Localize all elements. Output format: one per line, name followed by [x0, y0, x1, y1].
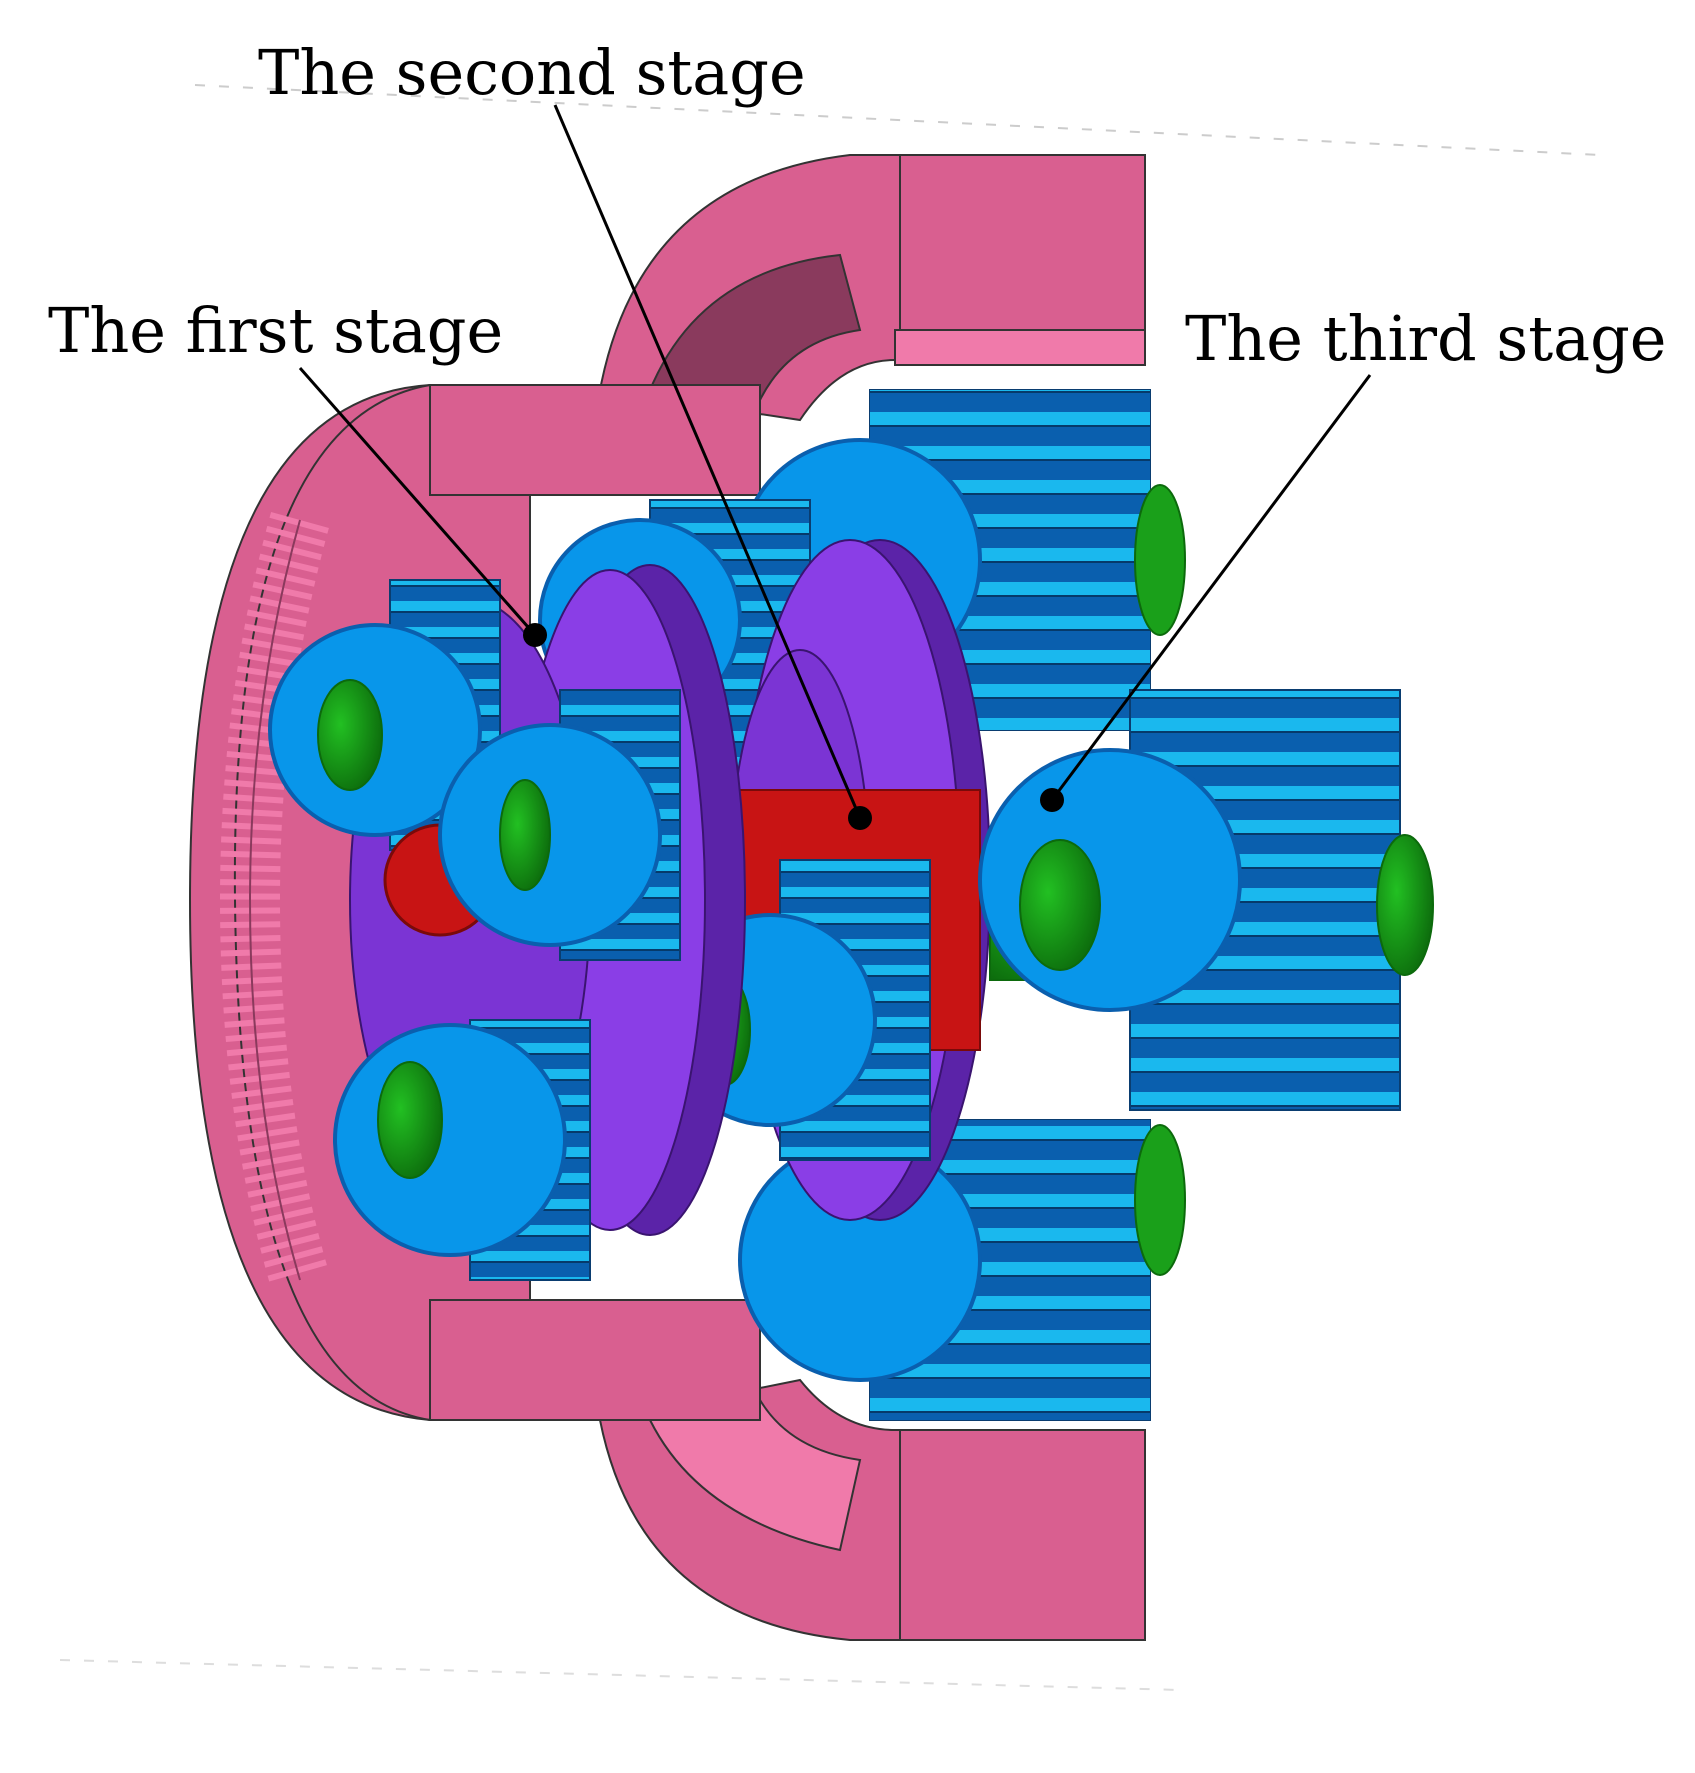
housing-flange-bottom-inner	[648, 1398, 862, 1552]
leader-line-first-stage	[298, 367, 537, 636]
leader-dot-third-stage	[1040, 788, 1064, 812]
label-second-stage: The second stage	[258, 36, 806, 109]
background-dash-line-top	[194, 84, 1601, 156]
housing-flange-top-lip	[894, 329, 1146, 366]
label-first-stage: The first stage	[48, 294, 504, 367]
housing-flange-top-inner	[648, 253, 862, 402]
first-stage-planet-center	[438, 689, 681, 961]
housing-flange-top-block	[899, 154, 1146, 361]
ring-gear-teeth-outline	[248, 519, 301, 1281]
leader-dot-first-stage	[523, 623, 547, 647]
second-stage-planet-bottom	[663, 859, 931, 1161]
first-stage-planet-upper-left	[268, 579, 501, 851]
leader-line-second-stage	[553, 104, 862, 819]
leader-line-third-stage	[1050, 374, 1372, 801]
housing-flange-bottom-block	[899, 1429, 1146, 1641]
background-dash-line-bottom	[59, 1659, 1181, 1691]
leader-lines	[298, 104, 1372, 830]
housing-front-top-block	[429, 384, 761, 496]
label-third-stage: The third stage	[1185, 302, 1667, 375]
third-stage-output-gear	[978, 689, 1434, 1111]
first-stage-planet-lower	[333, 1019, 591, 1281]
leader-dot-second-stage	[848, 806, 872, 830]
housing-front-ring-edge	[233, 384, 431, 1421]
housing-front-bottom-block	[429, 1299, 761, 1421]
